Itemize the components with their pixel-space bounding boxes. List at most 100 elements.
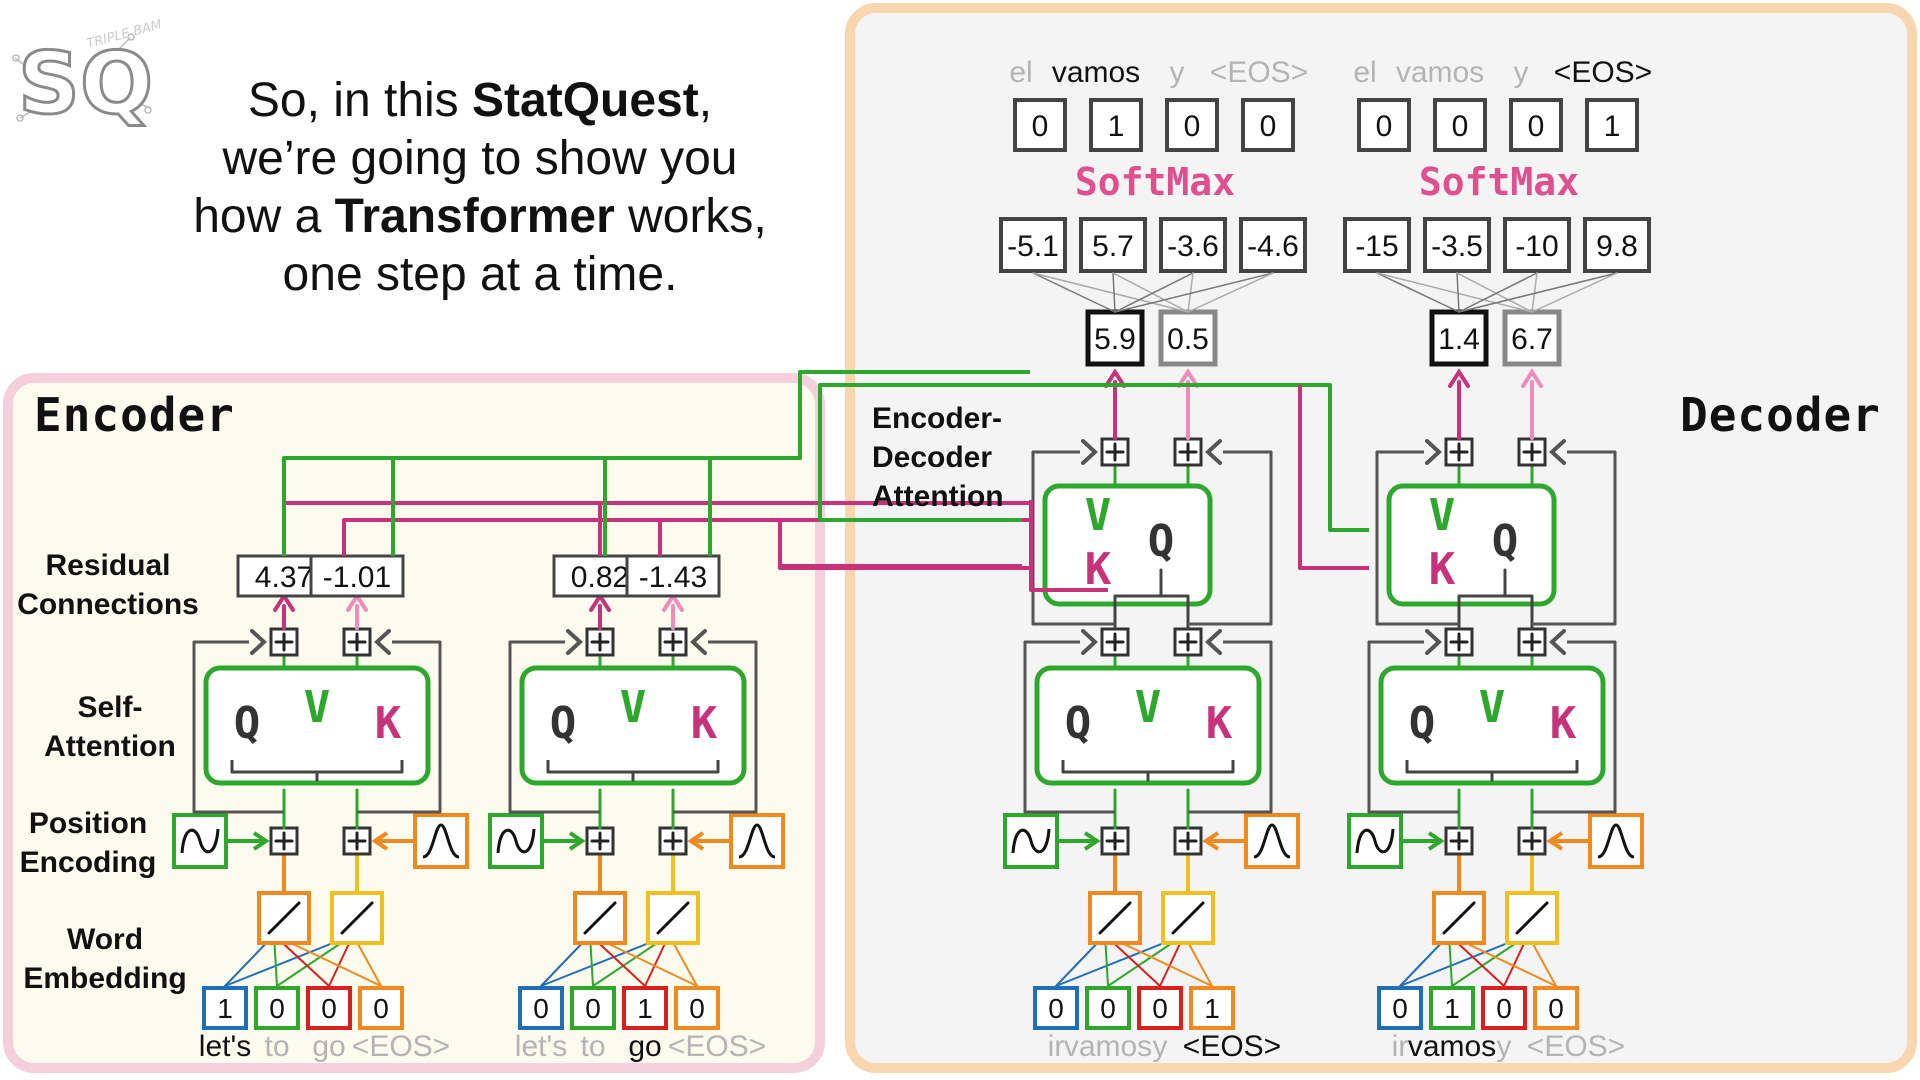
decoder-2-softmax-out-2-text: 0 (1528, 110, 1545, 143)
decoder-1-softmax-out-0 (1013, 98, 1067, 152)
encoder-k-to-decoder-2 (1298, 385, 1369, 570)
encoder-2-pos-wave-1-curve (496, 828, 536, 854)
encoder-2-onehot-2 (622, 986, 668, 1030)
encoder-1-onehot-3-text: 0 (373, 993, 389, 1024)
encoder-1-embed-box-1-slash (267, 901, 301, 935)
decoder-2-onehot-0-text: 0 (1392, 993, 1408, 1024)
encoder-2-residual-bypass-1 (508, 640, 600, 814)
encoder-2-embed-box-2-slash (656, 901, 690, 935)
intro-line1-pre: So, in this (247, 74, 473, 127)
decoder-2-logit-0-text: -15 (1355, 230, 1398, 263)
decoder-2-ed-v: V (1429, 490, 1456, 541)
decoder-1-token-0: ir (1048, 1030, 1065, 1063)
decoder-2-onehot-3 (1533, 986, 1579, 1030)
decoder-2-pos-arrowhead-2 (1546, 831, 1564, 851)
intro-text: So, in this StatQuest, we’re going to sh… (140, 72, 820, 304)
decoder-1-output-token-1: vamos (1052, 56, 1140, 89)
encoder-1-onehot-2-text: 0 (321, 993, 337, 1024)
intro-line3-post: works, (614, 190, 767, 243)
decoder-2-ed-q-wire (1457, 594, 1534, 610)
decoder-1-ed-q-wire (1113, 594, 1190, 610)
decoder-1-ed-k: K (1085, 544, 1112, 595)
encoder-2-onehot-0-text: 0 (533, 993, 549, 1024)
encoder-2-pos-arrowhead-2 (687, 831, 705, 851)
encoder-1-pos-arrowhead-2 (371, 831, 389, 851)
encoder-2-onehot-1 (570, 986, 616, 1030)
decoder-1-self-q: Q (1065, 698, 1092, 749)
decoder-2-ed-arrow-2-head (1521, 368, 1543, 388)
decoder-2-ed-bypass-2 (1532, 450, 1617, 626)
decoder-2-onehot-0 (1377, 986, 1423, 1030)
decoder-2-softmax-label: SoftMax (1419, 160, 1579, 204)
decoder-2-softmax-out-0 (1357, 98, 1411, 152)
decoder-2-token-1: vamos (1408, 1030, 1496, 1063)
decoder-2-logit-wire-b-3 (1531, 272, 1618, 313)
encoder-2-token-3: <EOS> (668, 1030, 766, 1063)
decoder-1-onehot-2 (1137, 986, 1183, 1030)
encoder-2-self-q: Q (550, 698, 577, 749)
decoder-1-attn-out-value-2-text: 0.5 (1167, 323, 1209, 356)
decoder-1-onehot-3-text: 1 (1204, 993, 1220, 1024)
decoder-2-token-3: <EOS> (1527, 1030, 1625, 1063)
decoder-2-logit-wire-a-2 (1458, 272, 1538, 313)
encoder-2-token-0: let's (515, 1030, 567, 1063)
decoder-1-ed-q: Q (1148, 516, 1175, 567)
decoder-1-self-v: V (1135, 682, 1162, 733)
decoder-2-logit-wire-b-1 (1456, 272, 1533, 313)
intro-line3-pre: how a (193, 190, 335, 243)
decoder-1-ed-bypass-2 (1188, 450, 1273, 626)
decoder-2-output-token-3: <EOS> (1554, 56, 1652, 89)
encoder-2-residual-bypass-2 (673, 640, 758, 814)
decoder-1-logit-0 (999, 217, 1067, 273)
decoder-1-residual-chevron-1 (1081, 629, 1098, 655)
encoder-1-token-3: <EOS> (352, 1030, 450, 1063)
encoder-2-embed-box-1-slash (583, 901, 617, 935)
encoder-k-bus-2 (342, 518, 1031, 556)
decoder-1-residual-bypass-1 (1023, 640, 1115, 814)
decoder-2-onehot-3-text: 0 (1548, 993, 1564, 1024)
decoder-1-softmax-out-1 (1089, 98, 1143, 152)
encoder-2-onehot-3-text: 0 (689, 993, 705, 1024)
encoder-k-stub (778, 566, 1030, 570)
decoder-2-ed-chevron-2 (1549, 439, 1566, 465)
decoder-2-logit-wire-a-1 (1456, 272, 1460, 313)
encoder-2-pos-wave-2-curve (738, 823, 776, 859)
intro-statquest: StatQuest (472, 74, 699, 127)
decoder-1-logit-3 (1239, 217, 1307, 273)
decoder-2-enc-dec-attention-box (1386, 483, 1557, 607)
decoder-1-ed-arrow-2-head (1177, 368, 1199, 388)
encoder-2-onehot-1-text: 0 (585, 993, 601, 1024)
decoder-2-ed-q: Q (1492, 516, 1519, 567)
decoder-2-self-attention-box (1378, 665, 1606, 786)
decoder-2-residual-chevron-2 (1549, 629, 1566, 655)
decoder-1-residual-chevron-2 (1205, 629, 1222, 655)
decoder-1-logit-wire-b-3 (1187, 272, 1274, 313)
encoder-2-onehot-0 (518, 986, 564, 1030)
decoder-1-softmax-out-2 (1165, 98, 1219, 152)
decoder-2-attn-out-value-2-text: 6.7 (1511, 323, 1553, 356)
encoder-2-onehot-3 (674, 986, 720, 1030)
logo-letters: SQ (18, 34, 153, 134)
decoder-1-logit-0-text: -5.1 (1007, 230, 1059, 263)
decoder-2-softmax-out-1 (1433, 98, 1487, 152)
decoder-1-output-token-0: el (1009, 56, 1032, 89)
decoder-2-logit-1-text: -3.5 (1431, 230, 1483, 263)
decoder-2-softmax-out-3 (1585, 98, 1639, 152)
decoder-2-ed-arrow-1-head (1448, 368, 1470, 388)
decoder-1-softmax-out-0-text: 0 (1032, 110, 1049, 143)
decoder-1-logit-wire-b-2 (1187, 272, 1194, 313)
decoder-2-residual-bypass-1 (1367, 640, 1459, 814)
decoder-1-pos-wave-1-curve (1011, 828, 1051, 854)
decoder-2-onehot-1-text: 1 (1444, 993, 1460, 1024)
decoder-1-residual-bypass-2 (1188, 640, 1273, 814)
decoder-1-self-attention-box (1034, 665, 1262, 786)
decoder-2-logit-wire-b-2 (1531, 272, 1538, 313)
encoder-2-token-2: go (628, 1030, 661, 1063)
decoder-2-output-token-1: vamos (1396, 56, 1484, 89)
decoder-1-self-k: K (1206, 698, 1233, 749)
decoder-1-softmax-label: SoftMax (1075, 160, 1235, 204)
decoder-2-logit-3 (1583, 217, 1651, 273)
decoder-2-attn-out-value-1 (1429, 309, 1489, 367)
